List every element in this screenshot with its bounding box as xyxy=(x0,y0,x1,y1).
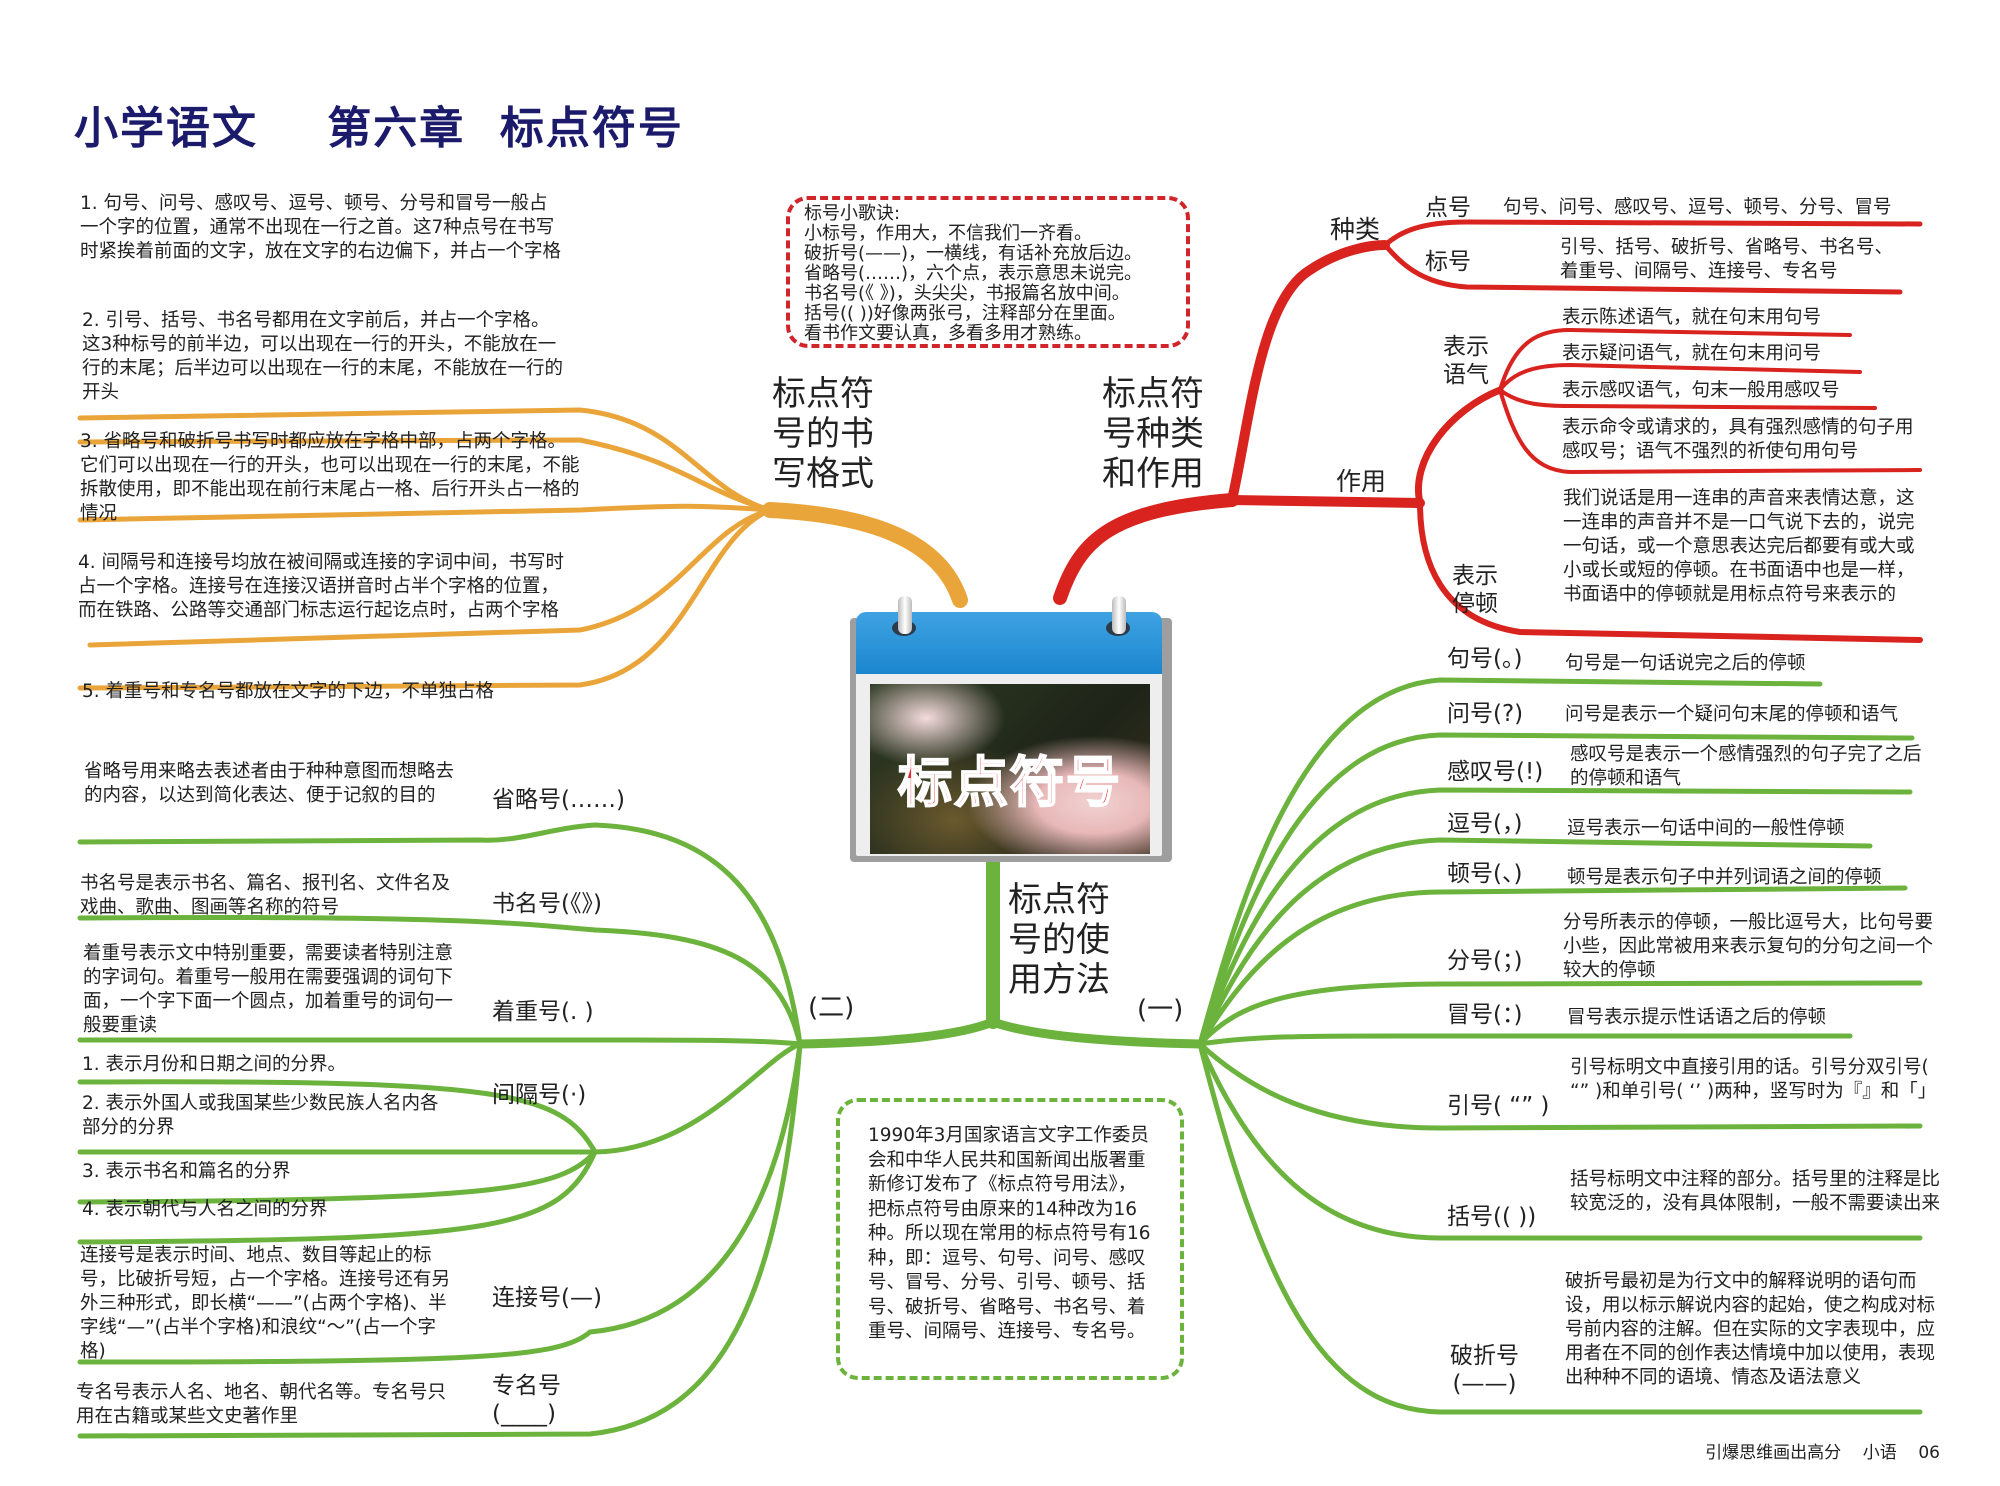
writing-format-item: 2. 引号、括号、书名号都用在文字前后，并占一个字格。这3种标号的前半边，可以出… xyxy=(82,310,564,403)
usage-text: 问号是表示一个疑问句末尾的停顿和语气 xyxy=(1565,704,1899,725)
usage-subitem: 4. 表示朝代与人名之间的分界 xyxy=(82,1199,328,1220)
branch-heading-writing-format: 标点符 号的书 写格式 xyxy=(772,374,874,494)
branch-heading-usage: 标点符 号的使 用方法 xyxy=(1008,880,1110,1000)
poem-line: 省略号(……)，六个点，表示意思未说完。 xyxy=(804,263,1143,284)
usage-label: 引号( “” ) xyxy=(1447,1093,1550,1119)
usage-text: 逗号表示一句话中间的一般性停顿 xyxy=(1567,818,1845,839)
heading-line: 标点符 xyxy=(1008,880,1110,920)
heading-line: 和作用 xyxy=(1102,454,1204,494)
usage-subitem: 1. 表示月份和日期之间的分界。 xyxy=(82,1054,347,1075)
heading-line: 标点符 xyxy=(772,374,874,414)
usage-text: 句号是一句话说完之后的停顿 xyxy=(1565,653,1806,674)
usage-text: 连接号是表示时间、地点、数目等起止的标号，比破折号短，占一个字格。连接号还有另外… xyxy=(80,1245,451,1362)
center-title: 标点符号 xyxy=(897,750,1122,815)
usage-text: 感叹号是表示一个感情强烈的句子完了之后的停顿和语气 xyxy=(1570,744,1922,789)
usage-label: 分号(；) xyxy=(1447,948,1523,974)
writing-format-item: 5. 着重号和专名号都放在文字的下边，不单独占格 xyxy=(82,681,495,702)
writing-format-item: 4. 间隔号和连接号均放在被间隔或连接的字词中间，书写时占一个字格。连接号在连接… xyxy=(78,552,565,621)
usage-label: 书名号(《》) xyxy=(492,891,602,917)
history-note-box: 1990年3月国家语言文字工作委员会和中华人民共和国新闻出版署重新修订发布了《标… xyxy=(836,1098,1184,1380)
poem-box: 标号小歌诀: 小标号，作用大，不信我们一齐看。 破折号(——)，一横线，有话补充… xyxy=(786,196,1190,348)
functions-label: 作用 xyxy=(1336,467,1387,496)
usage-label: 逗号(，) xyxy=(1447,811,1523,837)
heading-line: 用方法 xyxy=(1008,960,1110,1000)
pause-label: 表示 停顿 xyxy=(1452,563,1498,617)
pause-text: 我们说话是用一连串的声音来表情达意，这一连串的声音并不是一口气说下去的，说完一句… xyxy=(1563,488,1915,605)
usage-label: 问号(?) xyxy=(1447,701,1524,727)
usage-text: 省略号用来略去表述者由于种种意图而想略去的内容，以达到简化表达、便于记叙的目的 xyxy=(84,761,455,806)
part-two-label: (二) xyxy=(808,993,855,1023)
poem-line: 破折号(——)，一横线，有话补充放后边。 xyxy=(804,243,1143,264)
center-calendar: 标点符号 xyxy=(850,590,1172,862)
mood-item: 表示命令或请求的，具有强烈感情的句子用感叹号；语气不强烈的祈使句用句号 xyxy=(1562,417,1914,462)
types-label: 种类 xyxy=(1330,215,1381,244)
mood-label: 表示 语气 xyxy=(1443,334,1489,388)
usage-label: 连接号(—) xyxy=(492,1285,602,1311)
type-text-dot: 句号、问号、感叹号、逗号、顿号、分号、冒号 xyxy=(1503,197,1892,218)
usage-text: 破折号最初是为行文中的解释说明的语句而设，用以标示解说内容的起始，使之构成对标号… xyxy=(1565,1271,1936,1388)
usage-label: 省略号(……) xyxy=(492,787,625,813)
heading-line: 号的使 xyxy=(1008,920,1110,960)
usage-label: 间隔号(·) xyxy=(492,1082,587,1108)
usage-text: 括号标明文中注释的部分。括号里的注释是比较宽泛的，没有具体限制，一般不需要读出来 xyxy=(1570,1169,1941,1214)
usage-label: 句号(。) xyxy=(1447,646,1523,672)
mood-item: 表示感叹语气，句末一般用感叹号 xyxy=(1562,380,1840,401)
usage-label: 感叹号(!) xyxy=(1447,759,1544,785)
usage-label: 括号(( )) xyxy=(1447,1204,1537,1230)
usage-text: 引号标明文中直接引用的话。引号分双引号( “” )和单引号( ‘’ )两种，竖写… xyxy=(1570,1057,1937,1102)
type-label-dot: 点号 xyxy=(1425,195,1471,221)
heading-line: 号的书 xyxy=(772,414,874,454)
poem-line: 标号小歌诀: xyxy=(804,203,901,224)
usage-text: 书名号是表示书名、篇名、报刊名、文件名及戏曲、歌曲、图画等名称的符号 xyxy=(80,873,451,918)
mood-item: 表示陈述语气，就在句末用句号 xyxy=(1562,307,1822,328)
page-title: 小学语文 第六章 标点符号 xyxy=(74,103,684,154)
type-text-mark: 引号、括号、破折号、省略号、书名号、着重号、间隔号、连接号、专名号 xyxy=(1560,237,1894,282)
usage-text: 分号所表示的停顿，一般比逗号大，比句号要小些，因此常被用来表示复句的分句之间一个… xyxy=(1563,912,1934,981)
poem-line: 括号(( ))好像两张弓，注释部分在里面。 xyxy=(804,303,1126,324)
poem-line: 书名号(《 》)，头尖尖，书报篇名放中间。 xyxy=(804,283,1130,304)
type-label-mark: 标号 xyxy=(1425,249,1471,275)
usage-subitem: 2. 表示外国人或我国某些少数民族人名内各部分的分界 xyxy=(82,1093,439,1138)
branch-heading-types-functions: 标点符 号种类 和作用 xyxy=(1102,374,1204,494)
heading-line: 号种类 xyxy=(1102,414,1204,454)
usage-label: 顿号(、) xyxy=(1447,861,1523,887)
usage-label: 专名号 (____) xyxy=(492,1373,561,1427)
heading-line: 写格式 xyxy=(772,454,874,494)
heading-line: 标点符 xyxy=(1102,374,1204,414)
usage-subitem: 3. 表示书名和篇名的分界 xyxy=(82,1161,291,1182)
mood-item: 表示疑问语气，就在句末用问号 xyxy=(1562,343,1822,364)
usage-label: 破折号 (——) xyxy=(1450,1343,1519,1397)
page-footer: 引爆思维画出高分 小语 06 xyxy=(1705,1443,1940,1463)
calendar-ring-icon xyxy=(898,596,912,634)
usage-text: 冒号表示提示性话语之后的停顿 xyxy=(1567,1007,1827,1028)
poem-line: 看书作文要认真，多看多用才熟练。 xyxy=(804,323,1092,344)
usage-text: 专名号表示人名、地名、朝代名等。专名号只用在古籍或某些文史著作里 xyxy=(76,1382,447,1427)
usage-label: 冒号(：) xyxy=(1447,1002,1523,1028)
writing-format-item: 1. 句号、问号、感叹号、逗号、顿号、分号和冒号一般占一个字的位置，通常不出现在… xyxy=(80,193,562,262)
calendar-ring-icon xyxy=(1112,596,1126,634)
writing-format-item: 3. 省略号和破折号书写时都应放在字格中部，占两个字格。它们可以出现在一行的开头… xyxy=(80,431,580,524)
poem-line: 小标号，作用大，不信我们一齐看。 xyxy=(804,223,1092,244)
usage-label: 着重号(. ) xyxy=(492,999,594,1025)
part-one-label: (一) xyxy=(1137,995,1184,1025)
usage-text: 着重号表示文中特别重要，需要读者特别注意的字词句。着重号一般用在需要强调的词句下… xyxy=(83,943,454,1036)
usage-text: 顿号是表示句子中并列词语之间的停顿 xyxy=(1567,867,1882,888)
blossom-photo: 标点符号 xyxy=(870,684,1150,854)
